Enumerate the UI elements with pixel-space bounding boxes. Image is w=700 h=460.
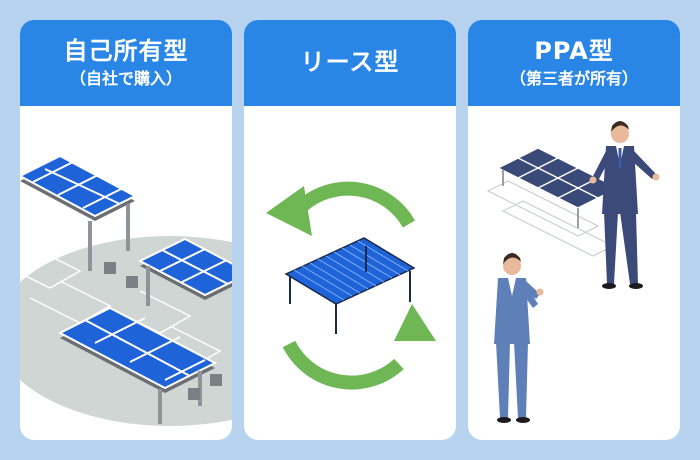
arrow-head-icon [266, 186, 312, 236]
cycle-arrow-bottom-icon [282, 340, 404, 390]
ground-solar-array-illustration [20, 154, 232, 426]
businessman-icon [589, 121, 660, 289]
card-self-owned: 自己所有型 （自社で購入） [20, 20, 232, 440]
card-title: PPA型 [534, 37, 614, 65]
card-subtitle: （自社で購入） [69, 69, 182, 88]
arrow-head-icon [394, 304, 436, 341]
card-header: PPA型 （第三者が所有） [468, 20, 680, 106]
card-header: 自己所有型 （自社で購入） [20, 20, 232, 106]
businessman-icon [494, 253, 544, 423]
solar-panel-icon [284, 237, 416, 334]
solar-array-icon [486, 147, 620, 257]
card-subtitle: （第三者が所有） [509, 69, 638, 88]
card-title: リース型 [300, 48, 400, 76]
lease-cycle-illustration [266, 181, 436, 390]
ppa-illustration [486, 121, 660, 423]
card-lease: リース型 [244, 20, 456, 440]
card-title: 自己所有型 [63, 37, 189, 65]
card-header: リース型 [244, 20, 456, 106]
cycle-arrow-top-icon [297, 181, 416, 228]
card-ppa: PPA型 （第三者が所有） [468, 20, 680, 440]
